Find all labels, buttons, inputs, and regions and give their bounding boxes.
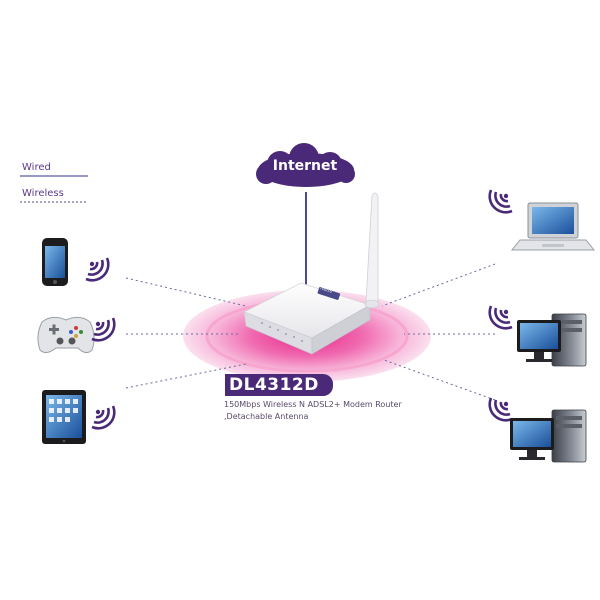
product-description-line2: ,Detachable Antenna	[224, 412, 309, 421]
router-device	[243, 192, 380, 355]
wireless-links	[125, 263, 496, 401]
gamepad-icon	[37, 316, 95, 354]
laptop-icon	[510, 202, 596, 251]
router-brand-logo	[317, 287, 341, 300]
internet-cloud	[256, 143, 355, 187]
smartphone-icon	[42, 238, 68, 286]
internet-label: Internet	[272, 158, 338, 174]
product-description-line1: 150Mbps Wireless N ADSL2+ Modem Router	[224, 400, 402, 409]
product-model: DL4312D	[225, 374, 333, 396]
legend-wireless-label: Wireless	[22, 188, 64, 199]
desktop-pc-icon	[510, 409, 587, 463]
desktop-pc-icon	[517, 313, 587, 367]
legend-wired-label: Wired	[22, 162, 51, 173]
tablet-icon	[42, 390, 86, 444]
